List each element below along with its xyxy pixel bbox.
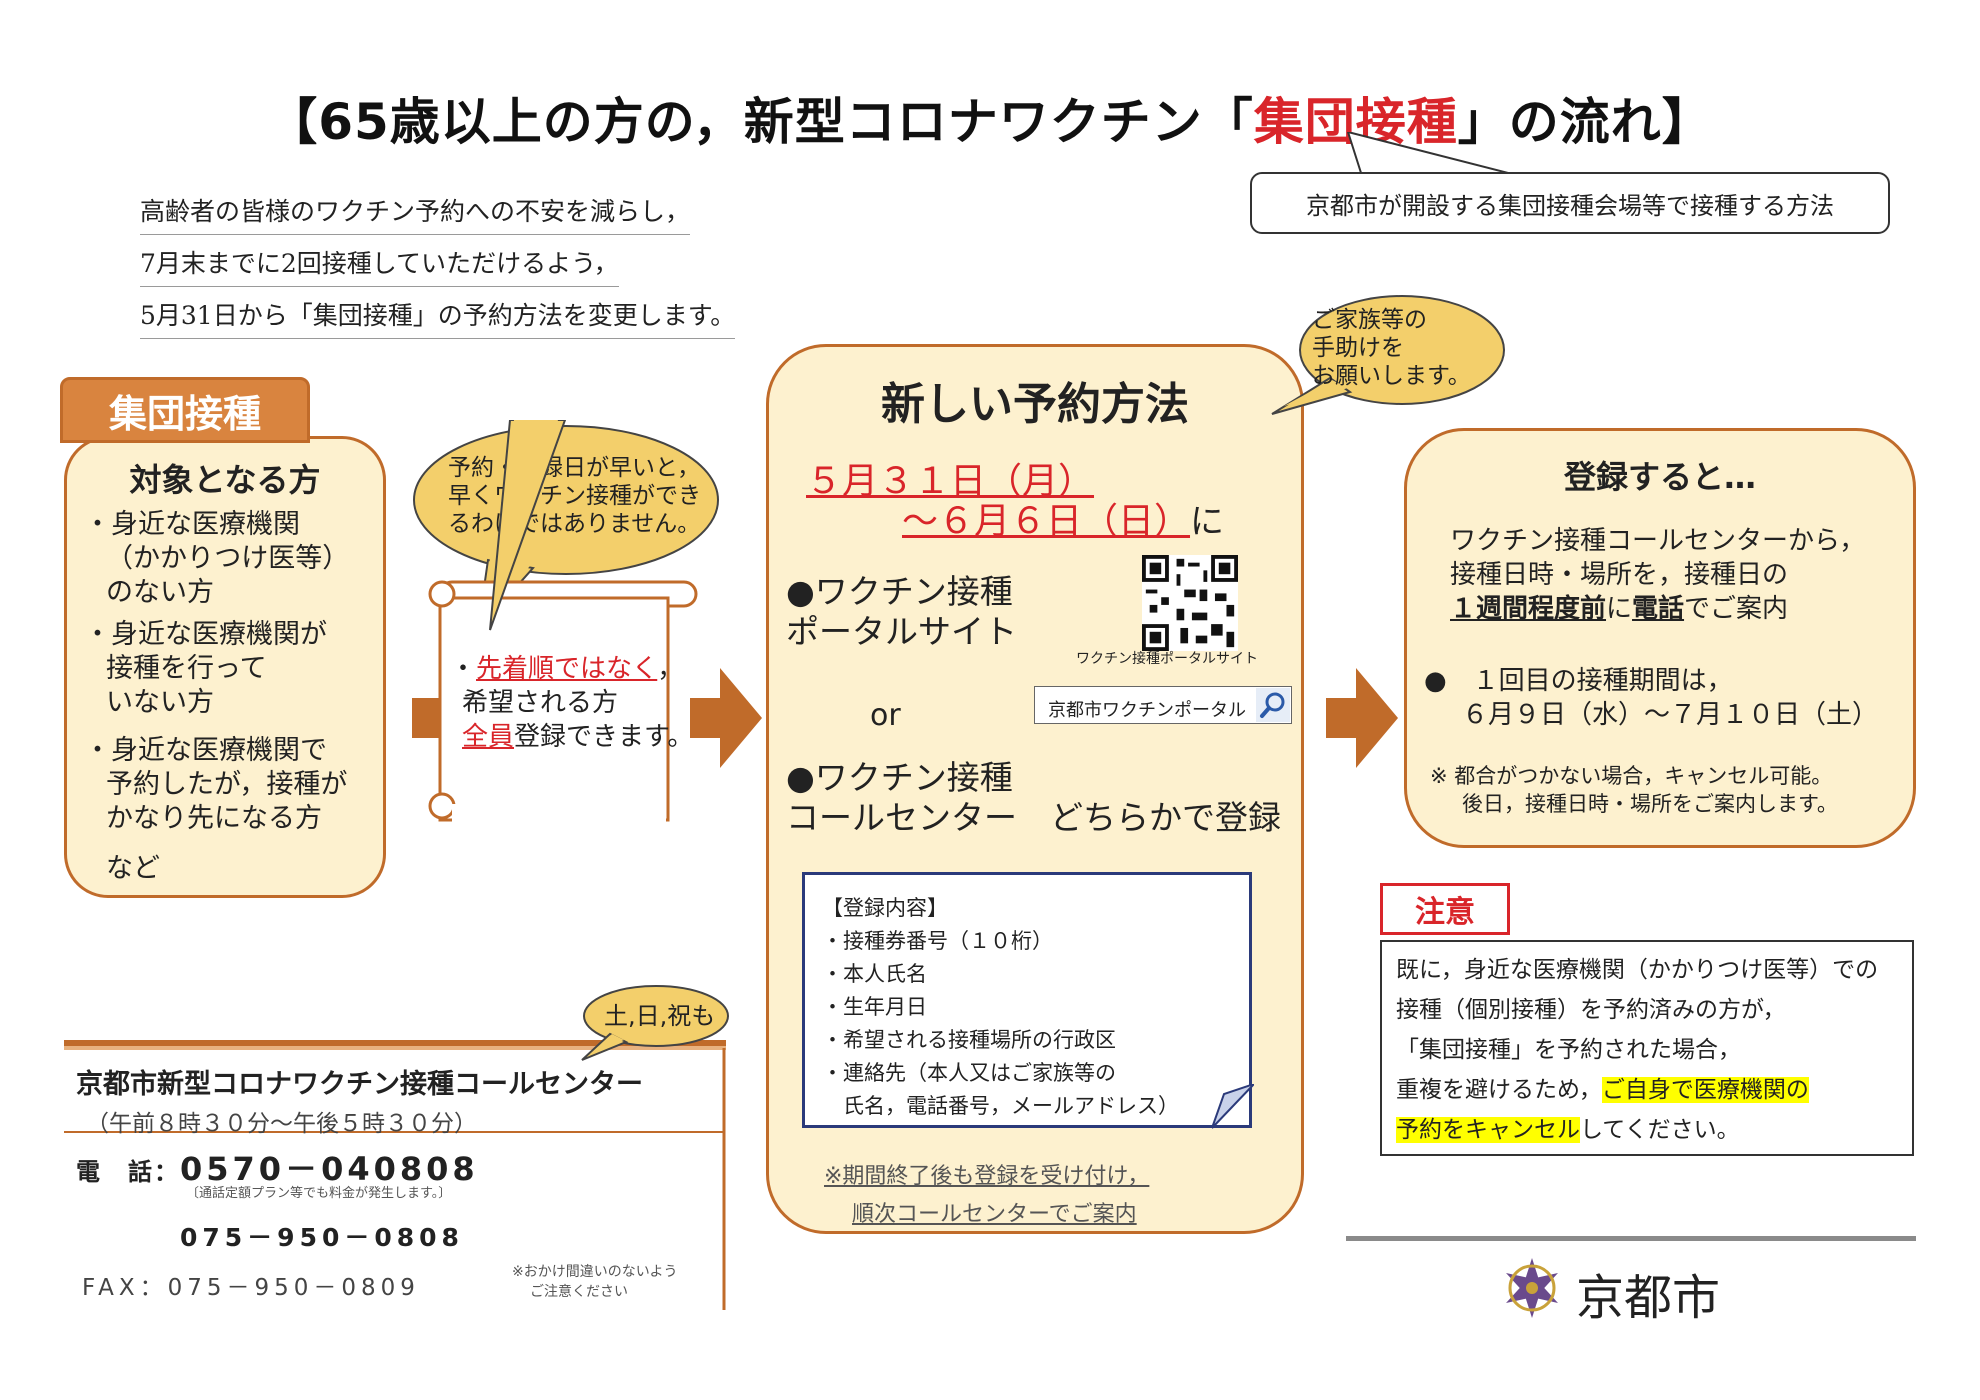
call-center-phone[interactable]: 電 話：0570－040808 — [76, 1150, 479, 1188]
bubble-family-text: ご家族等の 手助けを お願いします。 — [1312, 307, 1471, 389]
target-title: 対象となる方 — [129, 461, 321, 499]
right-note-2: 後日，接種日時・場所をご案内します。 — [1462, 792, 1838, 816]
call-center-fax-note: ※おかけ間違いのないよう ご注意ください — [512, 1264, 678, 1300]
center-note-1: ※期間終了後も登録を受け付け， — [824, 1164, 1150, 1189]
callout-tail — [1346, 132, 1520, 176]
date-start: ５月３１日（月） — [806, 461, 1095, 502]
caution-line-2: 接種（個別接種）を予約済みの方が， — [1396, 997, 1786, 1023]
reg-item: ・希望される接種場所の行政区 — [822, 1028, 1116, 1052]
target-item-2: ・身近な医療機関が 接種を行って いない方 — [84, 619, 327, 718]
right-bullet-1: ● １回目の接種期間は， — [1424, 666, 1733, 696]
caution-line-1: 既に，身近な医療機関（かかりつけ医等）での — [1396, 957, 1879, 983]
city-emblem-icon — [1506, 1258, 1558, 1318]
right-line-3: １週間程度前に電話でご案内 — [1450, 594, 1789, 624]
call-center-frame — [64, 1040, 726, 1310]
call-center-fax: FAX：075－950－0809 — [82, 1275, 420, 1301]
scroll-frame — [428, 580, 698, 822]
reg-item: ・接種券番号（１０桁） — [822, 929, 1053, 953]
arrow-right-icon — [690, 668, 762, 768]
bubble-tail — [489, 420, 567, 631]
speech-bubble-icon — [581, 985, 729, 1061]
search-icon[interactable] — [1256, 688, 1290, 722]
portal-search-text: 京都市ワクチンポータル — [1048, 700, 1246, 721]
right-line-2: 接種日時・場所を，接種日の — [1450, 560, 1789, 590]
city-name: 京都市 — [1576, 1270, 1721, 1326]
title-callout: 京都市が開設する集団接種会場等で接種する方法 — [1250, 172, 1890, 234]
after-registration-box — [1404, 428, 1916, 848]
center-note-2: 順次コールセンターでご案内 — [852, 1202, 1137, 1227]
footer-divider — [1346, 1236, 1916, 1241]
reg-item: ・連絡先（本人又はご家族等の — [822, 1061, 1116, 1085]
option-callcenter: ●ワクチン接種 コールセンター どちらかで登録 — [786, 758, 1281, 837]
reg-item: ・生年月日 — [822, 995, 927, 1019]
caution-line-4: 重複を避けるため，ご自身で医療機関の — [1396, 1077, 1809, 1103]
intro-line-2: 7月末までに2回接種していただけるよう， — [140, 244, 619, 287]
qr-caption: ワクチン接種ポータルサイト — [1076, 651, 1258, 667]
page-curl-icon — [1212, 1084, 1254, 1129]
reg-title: 【登録内容】 — [822, 896, 948, 920]
target-etc: など — [106, 853, 160, 884]
right-bullet-2: ６月９日（水）～７月１０日（土） — [1462, 700, 1879, 730]
call-center-phone-2[interactable]: 075－950－0808 — [180, 1223, 464, 1252]
page-title: 【65歳以上の方の，新型コロナワクチン「集団接種」の流れ】 — [267, 93, 1713, 151]
target-item-3: ・身近な医療機関で 予約したが，接種が かなり先になる方 — [84, 735, 348, 834]
new-method-title: 新しい予約方法 — [881, 379, 1189, 430]
scroll-text: ・先着順ではなく， 希望される方 全員登録できます。 — [450, 654, 694, 752]
right-note-1: ※ 都合がつかない場合，キャンセル可能。 — [1430, 764, 1833, 788]
reg-item: 氏名，電話番号，メールアドレス） — [822, 1094, 1179, 1118]
or-text: or — [870, 698, 901, 733]
target-box — [64, 436, 386, 898]
bubble-days-text: 土,日,祝も — [604, 1002, 716, 1030]
intro-line-1: 高齢者の皆様のワクチン予約への不安を減らし， — [140, 192, 691, 235]
call-center-phone-note: 〔通話定額プラン等でも料金が発生します。〕 — [186, 1186, 452, 1201]
group-vaccination-tab: 集団接種 — [60, 377, 310, 443]
caution-line-5: 予約をキャンセルしてください。 — [1396, 1117, 1740, 1143]
caution-tag: 注意 — [1380, 883, 1510, 935]
intro-line-3: 5月31日から「集団接種」の予約方法を変更します。 — [140, 296, 736, 339]
after-registration-title: 登録すると… — [1563, 458, 1756, 496]
option-portal: ●ワクチン接種 ポータルサイト — [786, 572, 1017, 651]
portal-search-bar[interactable] — [1034, 686, 1292, 724]
call-center-title: 京都市新型コロナワクチン接種コールセンター — [76, 1069, 643, 1100]
target-item-1: ・身近な医療機関 （かかりつけ医等） のない方 — [84, 509, 350, 608]
registration-content-box — [802, 872, 1252, 1128]
date-end-line: ～６月６日（日）に — [902, 501, 1225, 542]
reg-item: ・本人氏名 — [822, 962, 927, 986]
right-line-1: ワクチン接種コールセンターから， — [1450, 526, 1866, 556]
speech-bubble-icon — [1271, 295, 1505, 415]
arrow-right-icon — [1326, 668, 1398, 768]
caution-line-3: 「集団接種」を予約された場合， — [1396, 1037, 1741, 1063]
call-center-hours: （午前８時３０分～午後５時３０分） — [86, 1111, 477, 1137]
qr-code-icon — [1142, 555, 1238, 651]
bubble-left-text: 予約・登録日が早いと， 早くワクチン接種ができ るわけではありません。 — [448, 455, 701, 537]
